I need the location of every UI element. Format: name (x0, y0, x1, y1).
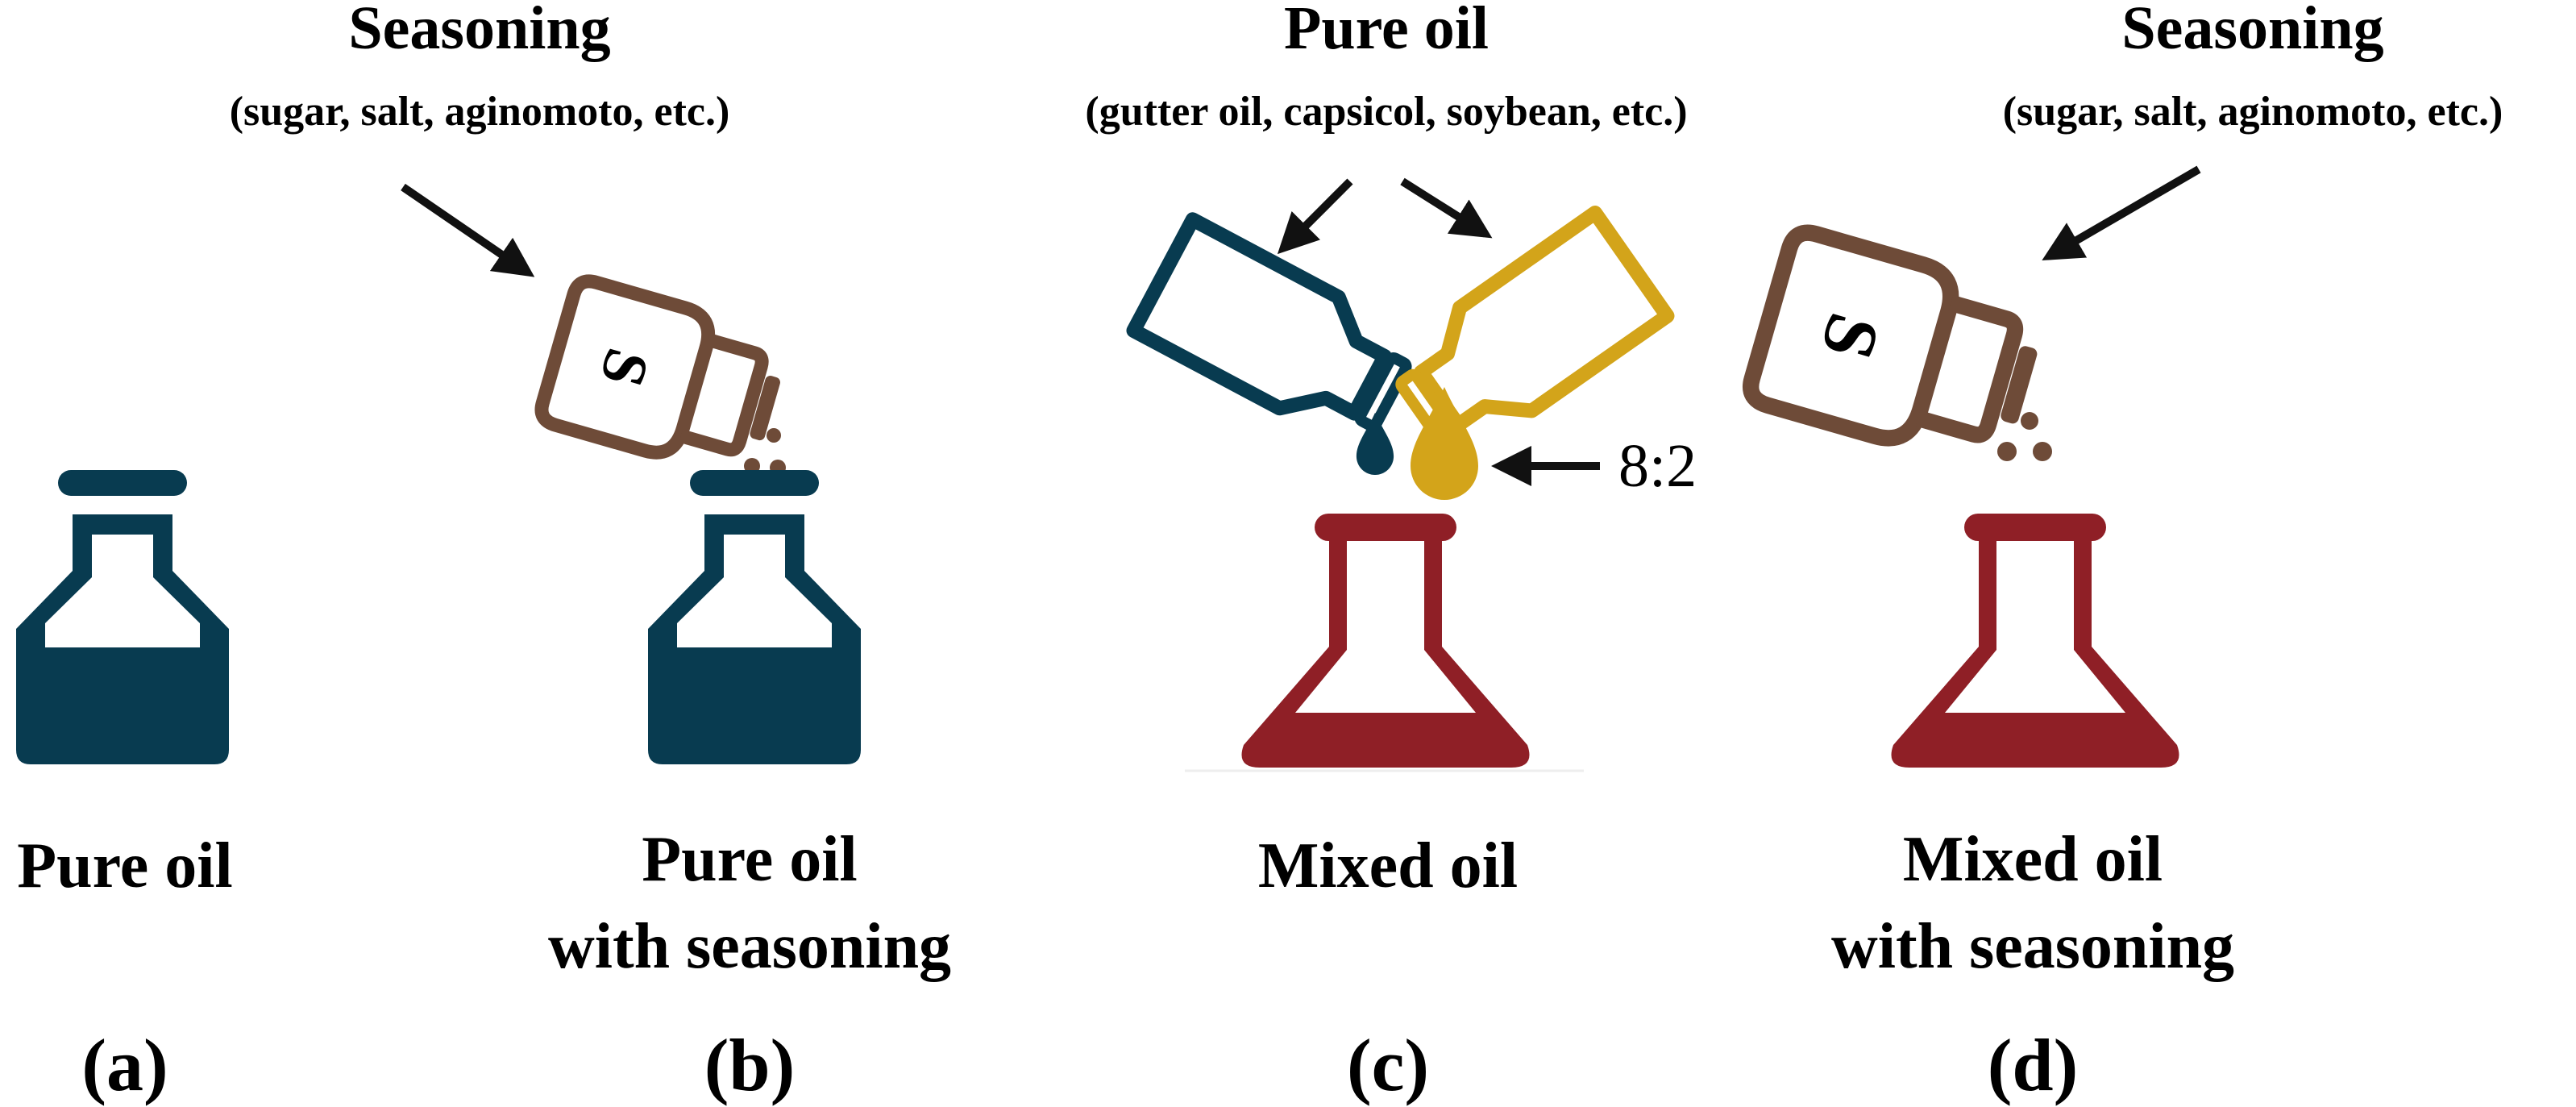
oil-bottle-icon (648, 470, 861, 764)
oil-bottle-icon (16, 470, 229, 764)
mix-ratio-label: 8:2 (1618, 432, 1697, 500)
pure-oil-title: Pure oil (1284, 0, 1489, 62)
navy-oil-bottle-icon (1133, 219, 1420, 452)
caption-pure-oil: Pure oil (642, 824, 857, 895)
caption-with-seasoning: with seasoning (1831, 911, 2234, 982)
caption-with-seasoning: with seasoning (548, 911, 951, 982)
panel-b: Seasoning (sugar, salt, aginomoto, etc.)… (230, 0, 951, 1106)
arrow-to-shaker (401, 183, 535, 277)
svg-text:S: S (587, 341, 664, 394)
svg-text:S: S (1805, 305, 1896, 368)
pure-oil-examples: (gutter oil, capsicol, soybean, etc.) (1085, 89, 1687, 135)
seasoning-grains (1997, 412, 2052, 461)
caption-mixed-oil: Mixed oil (1258, 830, 1518, 901)
seasoning-examples: (sugar, salt, aginomoto, etc.) (2003, 89, 2503, 135)
panel-letter-b: (b) (704, 1024, 795, 1106)
flask-icon (1241, 514, 1530, 768)
panel-letter-d: (d) (1988, 1024, 2078, 1106)
panel-d: Seasoning (sugar, salt, aginomoto, etc.)… (1746, 0, 2503, 1106)
arrow-to-gold-bottle (1400, 177, 1493, 239)
seasoning-title: Seasoning (2121, 0, 2383, 62)
caption-pure-oil: Pure oil (17, 830, 232, 901)
flask-icon (1891, 514, 2179, 768)
seasoning-title: Seasoning (348, 0, 610, 62)
salt-shaker-icon: S (1746, 228, 2051, 473)
panel-letter-c: (c) (1347, 1024, 1429, 1106)
panel-a: Pure oil (a) (16, 470, 233, 1106)
salt-shaker-icon: S (538, 277, 792, 481)
caption-mixed-oil: Mixed oil (1903, 824, 2163, 895)
arrow-to-shaker (2042, 165, 2201, 261)
seasoning-examples: (sugar, salt, aginomoto, etc.) (230, 89, 730, 135)
panel-letter-a: (a) (81, 1024, 168, 1106)
arrow-to-navy-bottle (1277, 178, 1353, 255)
panel-c: Pure oil (gutter oil, capsicol, soybean,… (1085, 0, 1697, 1106)
